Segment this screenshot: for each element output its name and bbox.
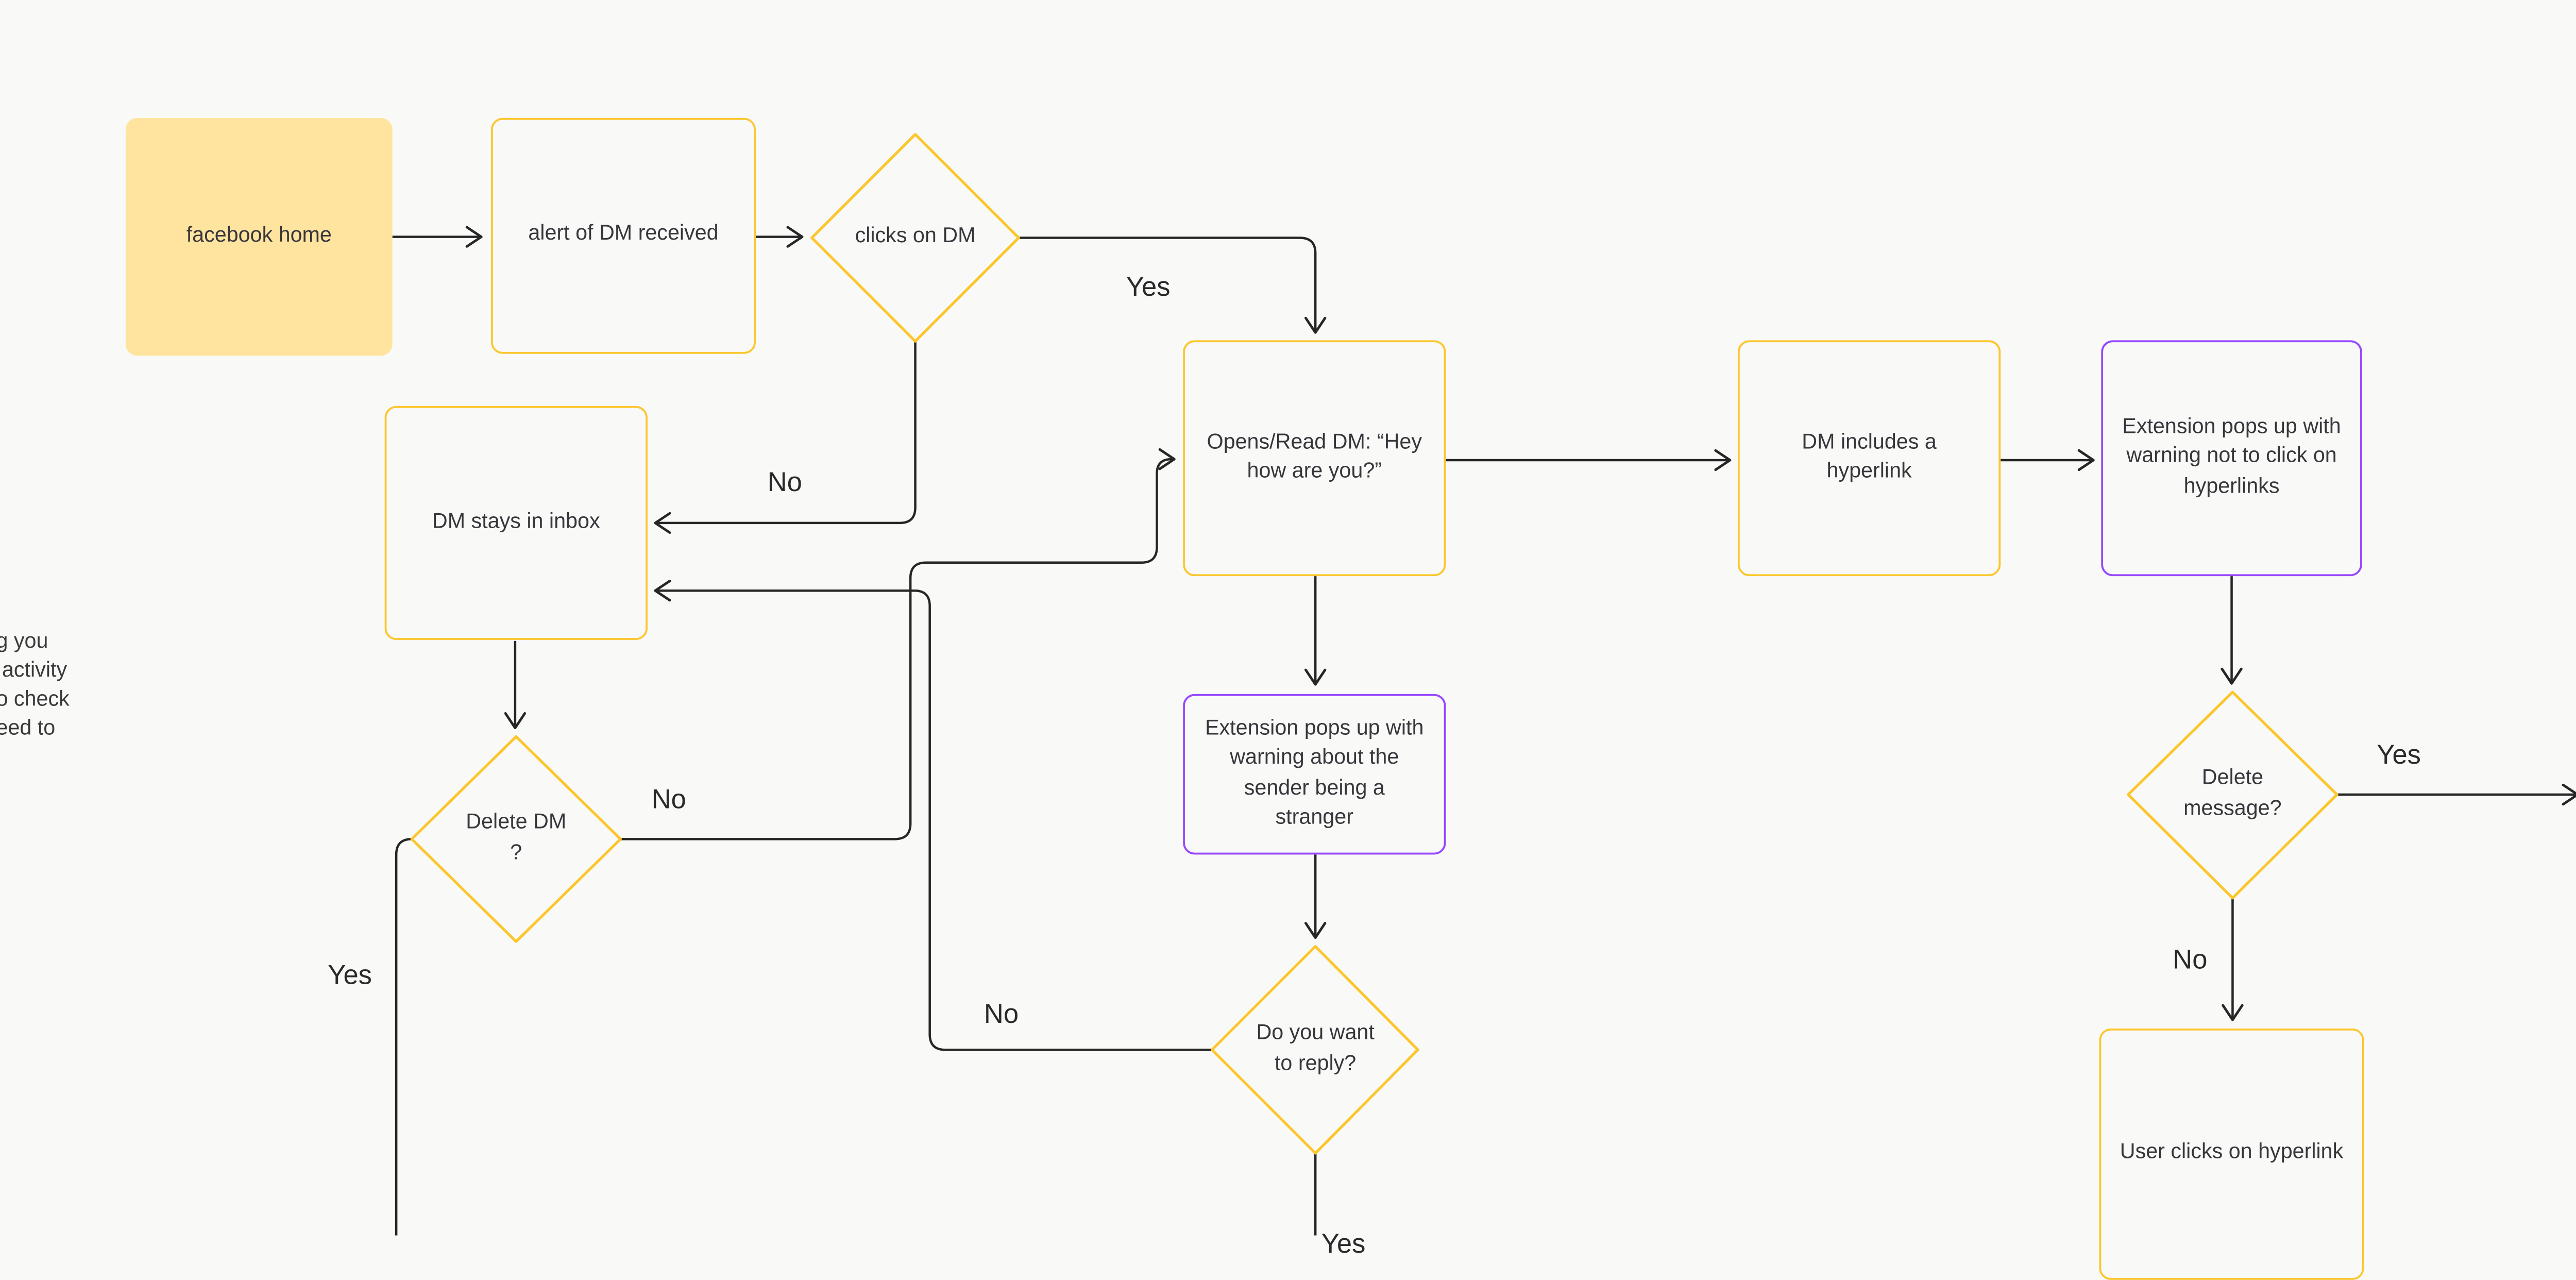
edge-clicks-yes-to-opens[interactable] <box>1019 237 1327 334</box>
connector-layer <box>392 133 2576 1236</box>
node-label-delete-message: Delete message? <box>2183 766 2282 820</box>
decision-delete-dm[interactable] <box>410 735 622 943</box>
flowchart-canvas: facebook home alert of DM received Opens… <box>0 117 2576 1280</box>
node-label-want-reply: Do you want to reply? <box>1256 1021 1375 1075</box>
edge-label-reply-no[interactable]: No <box>984 997 1019 1029</box>
node-label-delete-dm: Delete DM ? <box>466 811 567 865</box>
edge-label-clicks-no[interactable]: No <box>767 466 802 497</box>
edge-label-delete-msg-no[interactable]: No <box>2173 943 2208 974</box>
node-label: Opens/Read DM: “Hey how are you?” <box>1207 430 1422 483</box>
decision-want-reply[interactable] <box>1210 945 1419 1155</box>
edge-label-delete-dm-yes[interactable]: Yes <box>328 958 372 990</box>
edge-delete-dm-no-to-opens[interactable] <box>620 448 1176 840</box>
clipped-canvas-note[interactable]: g you activity o check eed to <box>0 630 70 742</box>
node-label: alert of DM received <box>528 223 719 246</box>
node-label: User clicks on hyperlink <box>2120 1141 2344 1165</box>
edge-clicks-no-to-inbox[interactable] <box>654 341 917 534</box>
node-label: DM stays in inbox <box>432 510 600 533</box>
edge-label-delete-dm-no[interactable]: No <box>651 783 686 814</box>
node-dm-stays-inbox[interactable]: DM stays in inbox <box>384 406 648 640</box>
edge-delete-dm-yes-down[interactable] <box>395 838 412 1236</box>
node-alert-dm-received[interactable]: alert of DM received <box>490 117 756 354</box>
node-label: DM includes a hyperlink <box>1802 430 1937 483</box>
node-user-clicks-hyperlink[interactable]: User clicks on hyperlink <box>2099 1029 2364 1280</box>
node-label: Extension pops up with warning about the… <box>1205 716 1424 830</box>
edge-reply-no-to-inbox[interactable] <box>654 580 1212 1051</box>
node-hyperlink-warning[interactable]: Extension pops up with warning not to cl… <box>2101 340 2362 577</box>
node-label-clicks-on-dm: clicks on DM <box>855 225 976 248</box>
edge-label-clicks-yes[interactable]: Yes <box>1126 271 1171 302</box>
node-dm-includes-hyperlink[interactable]: DM includes a hyperlink <box>1737 340 2001 577</box>
node-label: facebook home <box>186 224 332 247</box>
decision-delete-message[interactable] <box>2127 690 2338 900</box>
node-facebook-home[interactable]: facebook home <box>125 117 393 356</box>
node-stranger-warning[interactable]: Extension pops up with warning about the… <box>1183 694 1446 855</box>
decision-clicks-on-dm[interactable] <box>810 133 1020 343</box>
node-opens-read-dm[interactable]: Opens/Read DM: “Hey how are you?” <box>1183 340 1446 577</box>
edge-label-delete-msg-yes[interactable]: Yes <box>2377 738 2421 770</box>
edge-label-reply-yes[interactable]: Yes <box>1321 1227 1366 1259</box>
node-label: Extension pops up with warning not to cl… <box>2122 415 2341 499</box>
